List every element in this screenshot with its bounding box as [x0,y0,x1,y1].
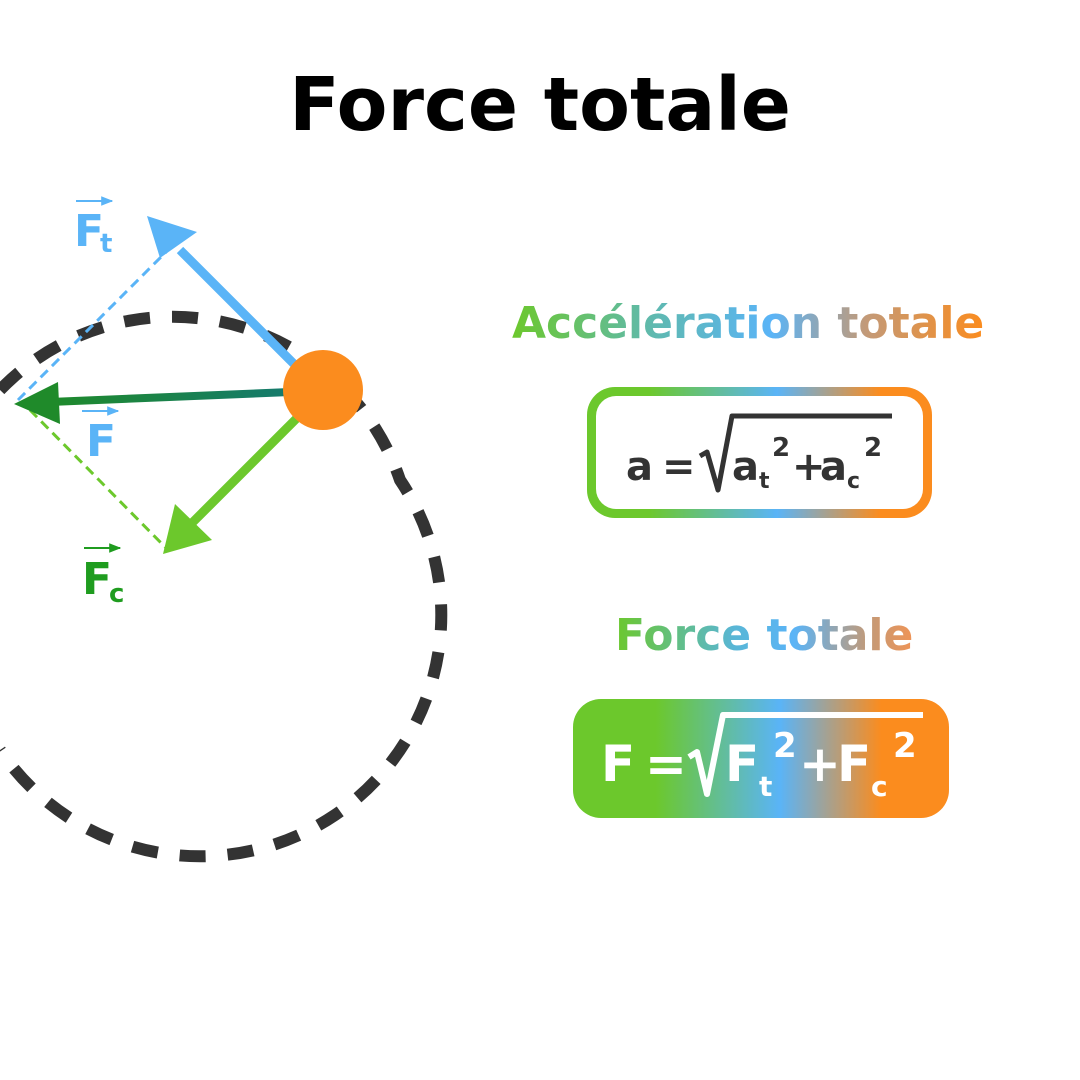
circular-path [0,310,448,863]
accel-term1-exp: 2 [772,433,790,463]
accel-sqrt-sign [698,413,892,493]
force-diagram: F t F F c [0,196,448,863]
label-ft-letter: F [74,206,104,257]
total-force-arrowhead [14,382,60,424]
accel-term2-exp: 2 [864,433,882,463]
tangential-force-arrowhead [147,216,197,258]
force-term1-exp: 2 [773,726,797,766]
force-lhs: F [601,735,635,793]
force-term1: F [725,735,759,793]
force-term1-sub: t [759,770,772,803]
accel-term2: a [820,444,847,490]
force-sqrt-sign [687,712,923,797]
total-force-vector [49,388,291,406]
force-formula: F = F t 2 + F c 2 [601,712,923,803]
label-tangential-force: F t [74,196,114,259]
centripetal-construction-line [28,408,170,552]
acceleration-formula: a = a t 2 + a c 2 [626,413,892,494]
force-term2: F [837,735,871,793]
accel-plus: + [792,444,826,490]
label-f-letter: F [86,416,116,467]
label-total-force: F [82,406,120,467]
label-fc-subscript: c [109,579,124,609]
label-ft-subscript: t [100,229,112,259]
accel-term2-sub: c [847,469,860,494]
moving-object [283,350,363,430]
tangential-force-vector [176,246,304,374]
force-formula-box: F = F t 2 + F c 2 [573,699,949,818]
accel-lhs: a [626,444,653,490]
page-title: Force totale [289,62,791,148]
centripetal-force-arrowhead [163,504,212,554]
acceleration-formula-box: a = a t 2 + a c 2 [587,387,932,518]
force-formula-title: Force totale [615,610,914,661]
force-plus: + [799,735,841,793]
label-centripetal-force: F c [82,543,124,609]
acceleration-title: Accélération totale [512,298,985,349]
tangential-construction-line [16,248,170,402]
force-term2-exp: 2 [893,726,917,766]
accel-term1-sub: t [759,469,770,494]
force-term2-sub: c [871,770,888,803]
centripetal-force-vector [184,411,304,531]
force-eq: = [645,735,687,793]
accel-eq: = [662,444,696,490]
accel-term1: a [732,444,759,490]
label-fc-letter: F [82,554,112,605]
